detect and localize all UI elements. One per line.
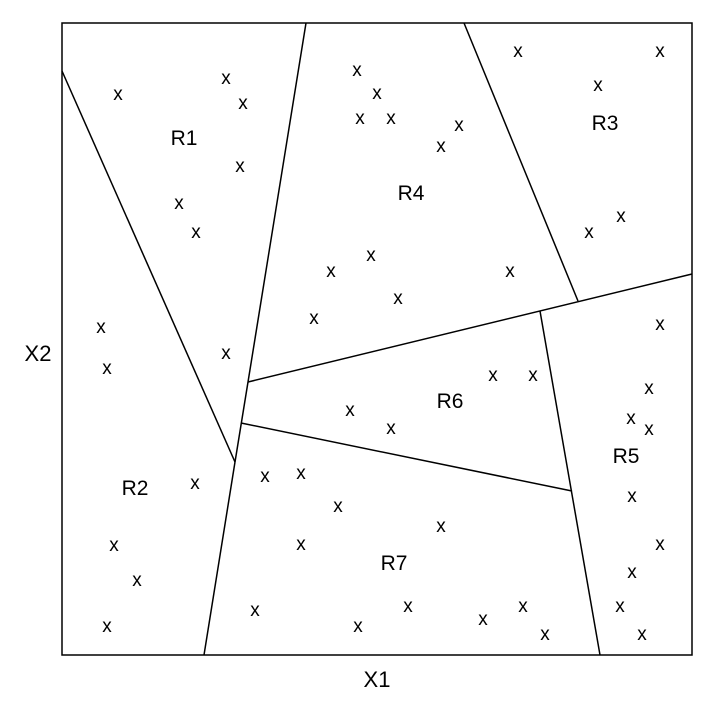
data-point-marker: x xyxy=(250,600,260,621)
data-point-marker: x xyxy=(616,206,626,227)
data-point-marker: x xyxy=(655,41,665,62)
data-point-marker: x xyxy=(637,624,647,645)
data-point-marker: x xyxy=(386,108,396,129)
boundary-r4-r3 xyxy=(463,22,579,302)
data-point-marker: x xyxy=(584,222,594,243)
data-point-marker: x xyxy=(235,156,245,177)
data-point-marker: x xyxy=(296,463,306,484)
data-point-marker: x xyxy=(352,60,362,81)
data-point-marker: x xyxy=(353,616,363,637)
boundary-r6-r7 xyxy=(240,422,573,492)
data-point-marker: x xyxy=(190,473,200,494)
region-label-r2: R2 xyxy=(122,477,149,500)
data-point-marker: x xyxy=(436,516,446,537)
data-point-marker: x xyxy=(436,136,446,157)
data-point-marker: x xyxy=(540,624,550,645)
data-point-marker: x xyxy=(174,193,184,214)
boundary-r6-r7-r5 xyxy=(539,310,601,656)
data-point-marker: x xyxy=(655,314,665,335)
data-point-marker: x xyxy=(221,343,231,364)
plot-frame xyxy=(61,22,693,656)
data-point-marker: x xyxy=(309,308,319,329)
data-point-marker: x xyxy=(221,68,231,89)
data-point-marker: x xyxy=(593,75,603,96)
data-point-marker: x xyxy=(296,534,306,555)
data-points: x x x x x x x x x x x x x x x x x x x x x x x x x x x x x x x x x x x x x x x x… xyxy=(96,41,665,645)
data-point-marker: x xyxy=(132,570,142,591)
region-label-r4: R4 xyxy=(398,182,425,205)
data-point-marker: x xyxy=(626,408,636,429)
boundary-r1-r6 xyxy=(234,381,249,463)
data-point-marker: x xyxy=(505,261,515,282)
region-label-r7: R7 xyxy=(381,552,408,575)
data-point-marker: x xyxy=(615,596,625,617)
data-point-marker: x xyxy=(513,41,523,62)
data-point-marker: x xyxy=(345,400,355,421)
data-point-marker: x xyxy=(644,378,654,399)
region-labels: R1 R2 R3 R4 R5 R6 R7 xyxy=(122,112,640,575)
data-point-marker: x xyxy=(454,115,464,136)
y-axis-label: X2 xyxy=(25,341,52,366)
boundary-r2-r7 xyxy=(203,461,236,656)
boundary-r1-r4 xyxy=(247,22,307,383)
data-point-marker: x xyxy=(113,84,123,105)
data-point-marker: x xyxy=(528,365,538,386)
data-point-marker: x xyxy=(102,358,112,379)
data-point-marker: x xyxy=(102,616,112,637)
region-label-r1: R1 xyxy=(171,127,198,150)
data-point-marker: x xyxy=(655,534,665,555)
partition-boundaries xyxy=(61,22,693,656)
data-point-marker: x xyxy=(109,535,119,556)
data-point-marker: x xyxy=(191,222,201,243)
data-point-marker: x xyxy=(366,245,376,266)
data-point-marker: x xyxy=(260,466,270,487)
data-point-marker: x xyxy=(403,596,413,617)
data-point-marker: x xyxy=(355,108,365,129)
data-point-marker: x xyxy=(386,418,396,439)
data-point-marker: x xyxy=(238,93,248,114)
data-point-marker: x xyxy=(627,486,637,507)
region-label-r3: R3 xyxy=(592,112,619,135)
data-point-marker: x xyxy=(478,609,488,630)
x-axis-label: X1 xyxy=(364,667,391,692)
region-label-r5: R5 xyxy=(613,445,640,468)
region-label-r6: R6 xyxy=(437,390,464,413)
data-point-marker: x xyxy=(488,365,498,386)
data-point-marker: x xyxy=(518,596,528,617)
data-point-marker: x xyxy=(627,562,637,583)
boundary-r1-r2 xyxy=(61,70,236,463)
data-point-marker: x xyxy=(644,419,654,440)
data-point-marker: x xyxy=(333,496,343,517)
data-point-marker: x xyxy=(372,83,382,104)
data-point-marker: x xyxy=(96,317,106,338)
boundary-r4-r6-r3-r5 xyxy=(247,273,693,383)
data-point-marker: x xyxy=(326,261,336,282)
data-point-marker: x xyxy=(393,288,403,309)
